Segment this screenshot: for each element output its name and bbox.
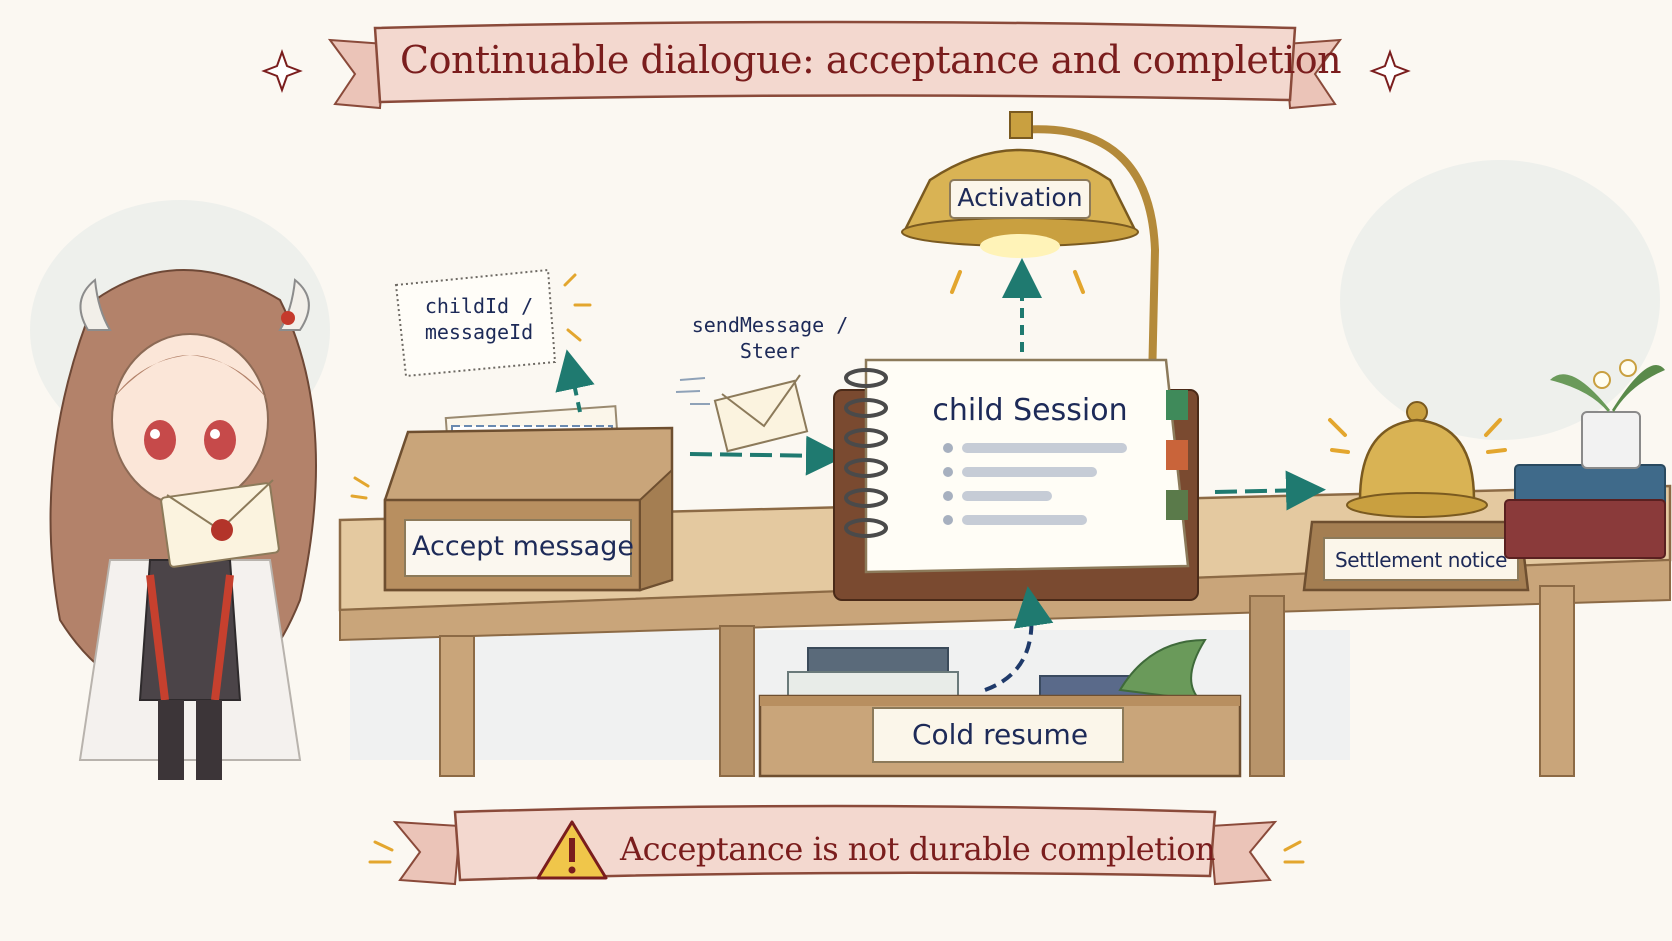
plant-icon: [1550, 359, 1665, 469]
activation-plate: [949, 179, 1091, 219]
warning-ribbon: [392, 804, 1278, 886]
bg-foliage-right: [1340, 160, 1660, 440]
send-message-label: sendMessage /: [691, 313, 849, 337]
steer-label: Steer: [739, 339, 801, 363]
child-session-label: child Session: [932, 393, 1128, 428]
cold-resume-plate: [872, 707, 1124, 763]
child-id-label: childId /: [424, 294, 534, 318]
emphasis-marks: [950, 270, 1085, 294]
title-ribbon: [327, 20, 1343, 110]
warning-text: Acceptance is not durable completion: [620, 830, 1216, 868]
sparkle-icon: [1369, 49, 1411, 93]
settlement-plate: [1323, 537, 1519, 581]
message-id-label: messageId: [424, 320, 534, 344]
cold-resume-label: Cold resume: [911, 718, 1089, 751]
accept-message-label: Accept message: [412, 531, 634, 562]
arrow-to-settlement: [1214, 470, 1326, 511]
warning-icon: [536, 820, 608, 880]
envelope-icon: [160, 479, 280, 568]
settlement-notice-label: Settlement notice: [1334, 548, 1508, 572]
books-icon: [1504, 464, 1666, 559]
arrow-cold-resume-to-session: [984, 586, 1054, 692]
sparkle-icon: [261, 49, 303, 93]
emphasis-marks: [368, 840, 1305, 864]
arrow-to-ids: [555, 349, 595, 413]
notebook-icon: [833, 358, 1199, 601]
activation-label: Activation: [957, 183, 1083, 212]
envelope-icon: [675, 374, 809, 453]
character-illustration: [49, 269, 317, 780]
diagram-title: Continuable dialogue: acceptance and com…: [400, 38, 1342, 82]
emphasis-marks: [563, 273, 592, 342]
emphasis-marks: [350, 476, 370, 500]
accept-message-plate: [404, 519, 632, 577]
arrow-to-session: [689, 435, 846, 476]
id-note-card: [394, 268, 557, 378]
emphasis-marks: [1328, 418, 1507, 454]
